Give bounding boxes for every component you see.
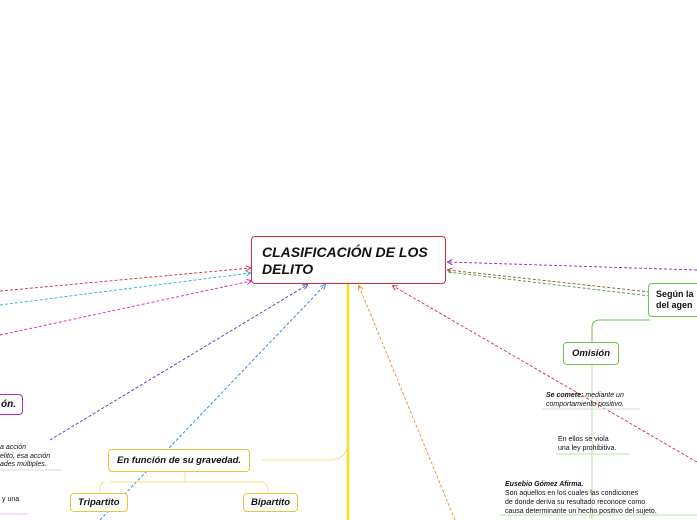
relation-line	[0, 273, 250, 306]
omision-label: Omisión	[572, 348, 611, 359]
relation-line	[359, 286, 456, 520]
se-comete-bold: Se comete:	[546, 392, 584, 399]
relation-line	[393, 286, 697, 463]
gravedad-topic[interactable]: En función de su gravedad.	[108, 449, 251, 472]
eusebio-line-3: causa determinante un hecho positivo del…	[505, 508, 657, 515]
partial-text-4: y una	[2, 496, 20, 503]
eusebio-text: Eusebio Gómez Afirma. Son aquellos en lo…	[505, 480, 657, 516]
main-topic-label: CLASIFICACIÓN DE LOS DELITO	[262, 244, 428, 277]
tripartito-topic[interactable]: Tripartito	[70, 493, 128, 512]
relation-line	[99, 285, 325, 520]
bipartito-topic[interactable]: Bipartito	[243, 493, 299, 512]
branch-line	[99, 471, 269, 493]
segun-line-1: Según la	[656, 289, 694, 299]
branch-line	[262, 439, 349, 461]
se-comete-line-2: comportamiento positivo.	[546, 401, 624, 408]
partial-purple-topic[interactable]: ón.	[0, 394, 23, 415]
omision-topic[interactable]: Omisión	[563, 342, 620, 365]
relation-line	[49, 285, 307, 441]
segun-topic[interactable]: Según la del agen	[648, 283, 697, 317]
viola-line-1: En ellos se viola	[558, 436, 609, 443]
se-comete-rest: mediante un	[585, 392, 624, 399]
segun-line-2: del agen	[656, 300, 693, 310]
viola-line-2: una ley prohibitiva.	[558, 445, 617, 452]
partial-text-1: a acción	[0, 444, 27, 451]
eusebio-line-2: de donde deriva su resultado reconoce co…	[505, 499, 646, 506]
partial-text-3: ades múltiples.	[0, 461, 47, 468]
gravedad-label: En función de su gravedad.	[117, 455, 242, 466]
relation-line	[448, 262, 697, 271]
relation-line	[448, 270, 651, 293]
partial-text-2: elito, esa acción	[0, 453, 51, 460]
eusebio-title: Eusebio Gómez Afirma.	[505, 481, 584, 488]
tripartito-label: Tripartito	[78, 497, 120, 508]
relation-line	[0, 281, 251, 336]
bipartito-label: Bipartito	[251, 497, 291, 508]
se-comete-text: Se comete: mediante un comportamiento po…	[546, 391, 624, 409]
main-topic[interactable]: CLASIFICACIÓN DE LOS DELITO	[251, 236, 446, 284]
eusebio-line-1: Son aquellos en los cuales las condicion…	[505, 490, 639, 497]
branch-line	[591, 319, 650, 342]
relation-line	[447, 271, 651, 297]
relation-line	[0, 268, 250, 292]
partial-purple-label: ón.	[1, 399, 16, 410]
viola-text: En ellos se viola una ley prohibitiva.	[558, 435, 616, 453]
